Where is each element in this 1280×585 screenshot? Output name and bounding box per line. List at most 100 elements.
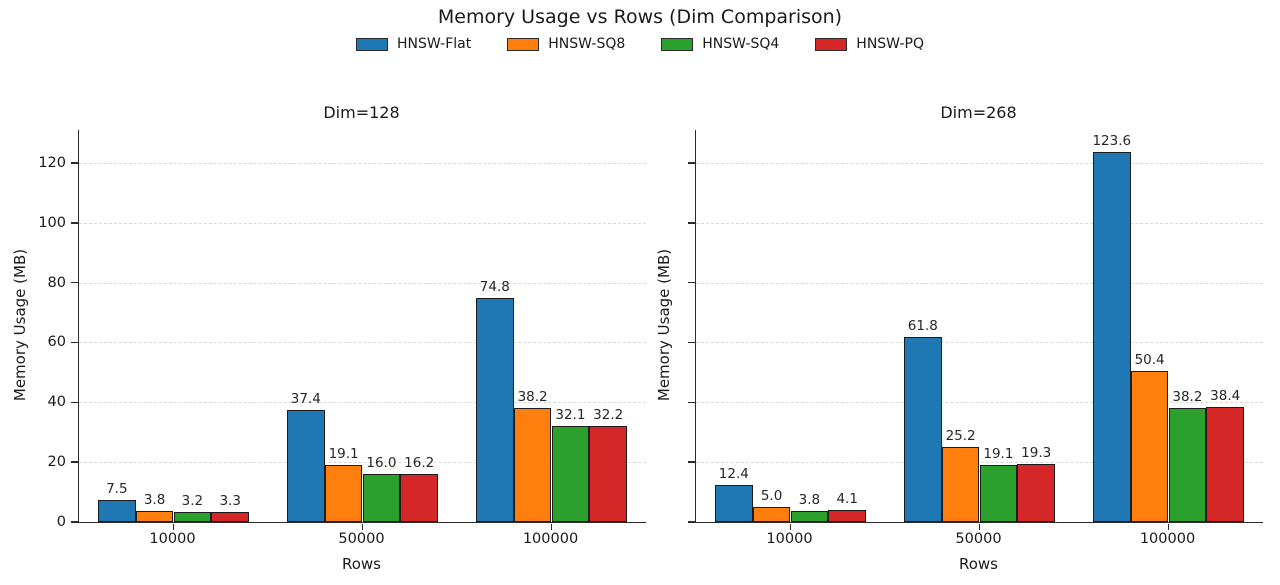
bar-value-label: 5.0 <box>760 488 783 505</box>
bar-value-label: 19.1 <box>983 445 1014 462</box>
bar-hnsw-sq8-10000 <box>135 510 174 522</box>
y-tick-mark <box>687 221 695 224</box>
y-tick-mark <box>687 461 695 463</box>
bar-value-label: 19.1 <box>328 445 359 462</box>
legend-swatch <box>661 37 694 51</box>
bar-value-label: 61.8 <box>907 318 938 335</box>
bar-hnsw-pq-10000 <box>211 512 250 522</box>
y-axis-label: Memory Usage (MB) <box>655 248 673 402</box>
bar-hnsw-flat-100000 <box>475 298 514 522</box>
gridline-y80 <box>696 282 1263 284</box>
bar-hnsw-sq4-100000 <box>1168 407 1207 522</box>
chart-title: Memory Usage vs Rows (Dim Comparison) <box>437 6 843 28</box>
bar-hnsw-flat-50000 <box>903 337 942 522</box>
bar-hnsw-sq8-10000 <box>752 507 791 522</box>
x-tick-label: 100000 <box>522 531 579 547</box>
bar-value-label: 16.0 <box>366 455 397 472</box>
axes-panel-0: 7.5 3.8 3.2 3.3 37.4 19.1 16.0 16.2 74.8 38.2 32.1… <box>70 130 646 530</box>
y-tick-label: 40 <box>47 394 66 411</box>
bar-value-label: 37.4 <box>290 391 321 408</box>
bar-hnsw-sq4-50000 <box>979 464 1018 522</box>
x-tick-label: 50000 <box>955 531 1002 547</box>
bar-hnsw-sq8-50000 <box>941 446 980 522</box>
bar-value-label: 32.2 <box>593 406 624 423</box>
legend-item-hnsw-pq: HNSW-PQ <box>815 36 924 52</box>
gridline-y80 <box>79 282 646 284</box>
y-tick-mark <box>70 221 78 224</box>
bar-hnsw-pq-10000 <box>828 509 867 522</box>
legend-swatch <box>507 37 540 51</box>
bar-value-label: 32.1 <box>555 406 586 423</box>
bar-value-label: 3.2 <box>181 493 204 510</box>
x-tick-mark <box>361 523 364 530</box>
legend-swatch <box>356 37 388 51</box>
bar-hnsw-sq8-50000 <box>324 464 363 522</box>
bar-hnsw-flat-50000 <box>286 410 325 522</box>
x-tick-label: 100000 <box>1139 531 1196 547</box>
bar-value-label: 3.3 <box>219 493 241 510</box>
x-tick-mark <box>978 523 981 530</box>
legend-item-hnsw-sq8: HNSW-SQ8 <box>507 36 625 52</box>
bar-hnsw-sq4-10000 <box>173 512 212 522</box>
bar-hnsw-sq8-100000 <box>1130 371 1169 522</box>
y-tick-label: 20 <box>47 454 66 471</box>
y-tick-label: 80 <box>47 274 66 291</box>
legend-item-hnsw-flat: HNSW-Flat <box>356 36 471 52</box>
legend-label: HNSW-SQ4 <box>702 36 780 52</box>
gridline-y20 <box>79 462 646 464</box>
x-tick-label: 50000 <box>338 531 385 547</box>
bar-value-label: 38.2 <box>517 388 548 405</box>
x-tick-mark <box>1167 523 1170 530</box>
x-tick-mark <box>172 523 175 530</box>
gridline-y120 <box>696 162 1263 164</box>
bar-value-label: 12.4 <box>718 465 749 482</box>
legend-label: HNSW-SQ8 <box>548 36 626 52</box>
legend-swatch <box>815 37 848 51</box>
y-tick-mark <box>687 341 695 344</box>
gridline-y120 <box>79 162 646 164</box>
bar-hnsw-pq-50000 <box>1017 464 1056 522</box>
bar-value-label: 3.8 <box>798 491 821 508</box>
y-tick-mark <box>70 162 78 164</box>
legend-item-hnsw-sq4: HNSW-SQ4 <box>661 36 779 52</box>
x-axis-label: Rows <box>958 555 998 573</box>
bar-value-label: 74.8 <box>479 279 510 296</box>
bar-value-label: 38.2 <box>1172 388 1203 405</box>
gridline-y100 <box>79 222 646 224</box>
y-tick-mark <box>70 281 78 284</box>
chart-legend: HNSW-Flat HNSW-SQ8 HNSW-SQ4 HNSW-PQ <box>0 36 1280 52</box>
bar-hnsw-pq-100000 <box>1206 407 1245 522</box>
bar-value-label: 50.4 <box>1134 352 1165 369</box>
y-tick-mark <box>687 281 695 284</box>
bar-value-label: 25.2 <box>945 427 976 444</box>
bar-value-label: 19.3 <box>1021 445 1052 462</box>
x-axis-label: Rows <box>341 555 381 573</box>
bar-value-label: 7.5 <box>106 480 128 497</box>
gridline-y40 <box>79 402 646 404</box>
bar-hnsw-flat-100000 <box>1092 152 1131 522</box>
y-tick-mark <box>70 401 78 404</box>
y-tick-mark <box>70 521 78 523</box>
panel-title-dim=128: Dim=128 <box>323 103 400 122</box>
bar-hnsw-flat-10000 <box>714 484 753 522</box>
bar-value-label: 4.1 <box>836 490 858 507</box>
bar-hnsw-sq4-50000 <box>362 474 401 522</box>
y-tick-mark <box>687 521 695 523</box>
y-tick-label: 120 <box>38 154 66 171</box>
bar-hnsw-flat-10000 <box>97 499 136 522</box>
y-tick-mark <box>70 461 78 463</box>
bar-hnsw-sq4-10000 <box>790 510 829 522</box>
bar-hnsw-pq-100000 <box>589 425 628 522</box>
x-tick-mark <box>789 523 792 530</box>
x-tick-label: 10000 <box>149 531 196 547</box>
bar-value-label: 16.2 <box>404 454 435 471</box>
bar-hnsw-pq-50000 <box>400 473 439 522</box>
bar-value-label: 3.8 <box>143 491 166 508</box>
y-tick-mark <box>687 401 695 404</box>
legend-label: HNSW-PQ <box>856 36 924 52</box>
bar-value-label: 38.4 <box>1210 388 1241 405</box>
gridline-y40 <box>696 402 1263 404</box>
y-tick-label: 60 <box>47 334 66 351</box>
bar-hnsw-sq8-100000 <box>513 407 552 522</box>
